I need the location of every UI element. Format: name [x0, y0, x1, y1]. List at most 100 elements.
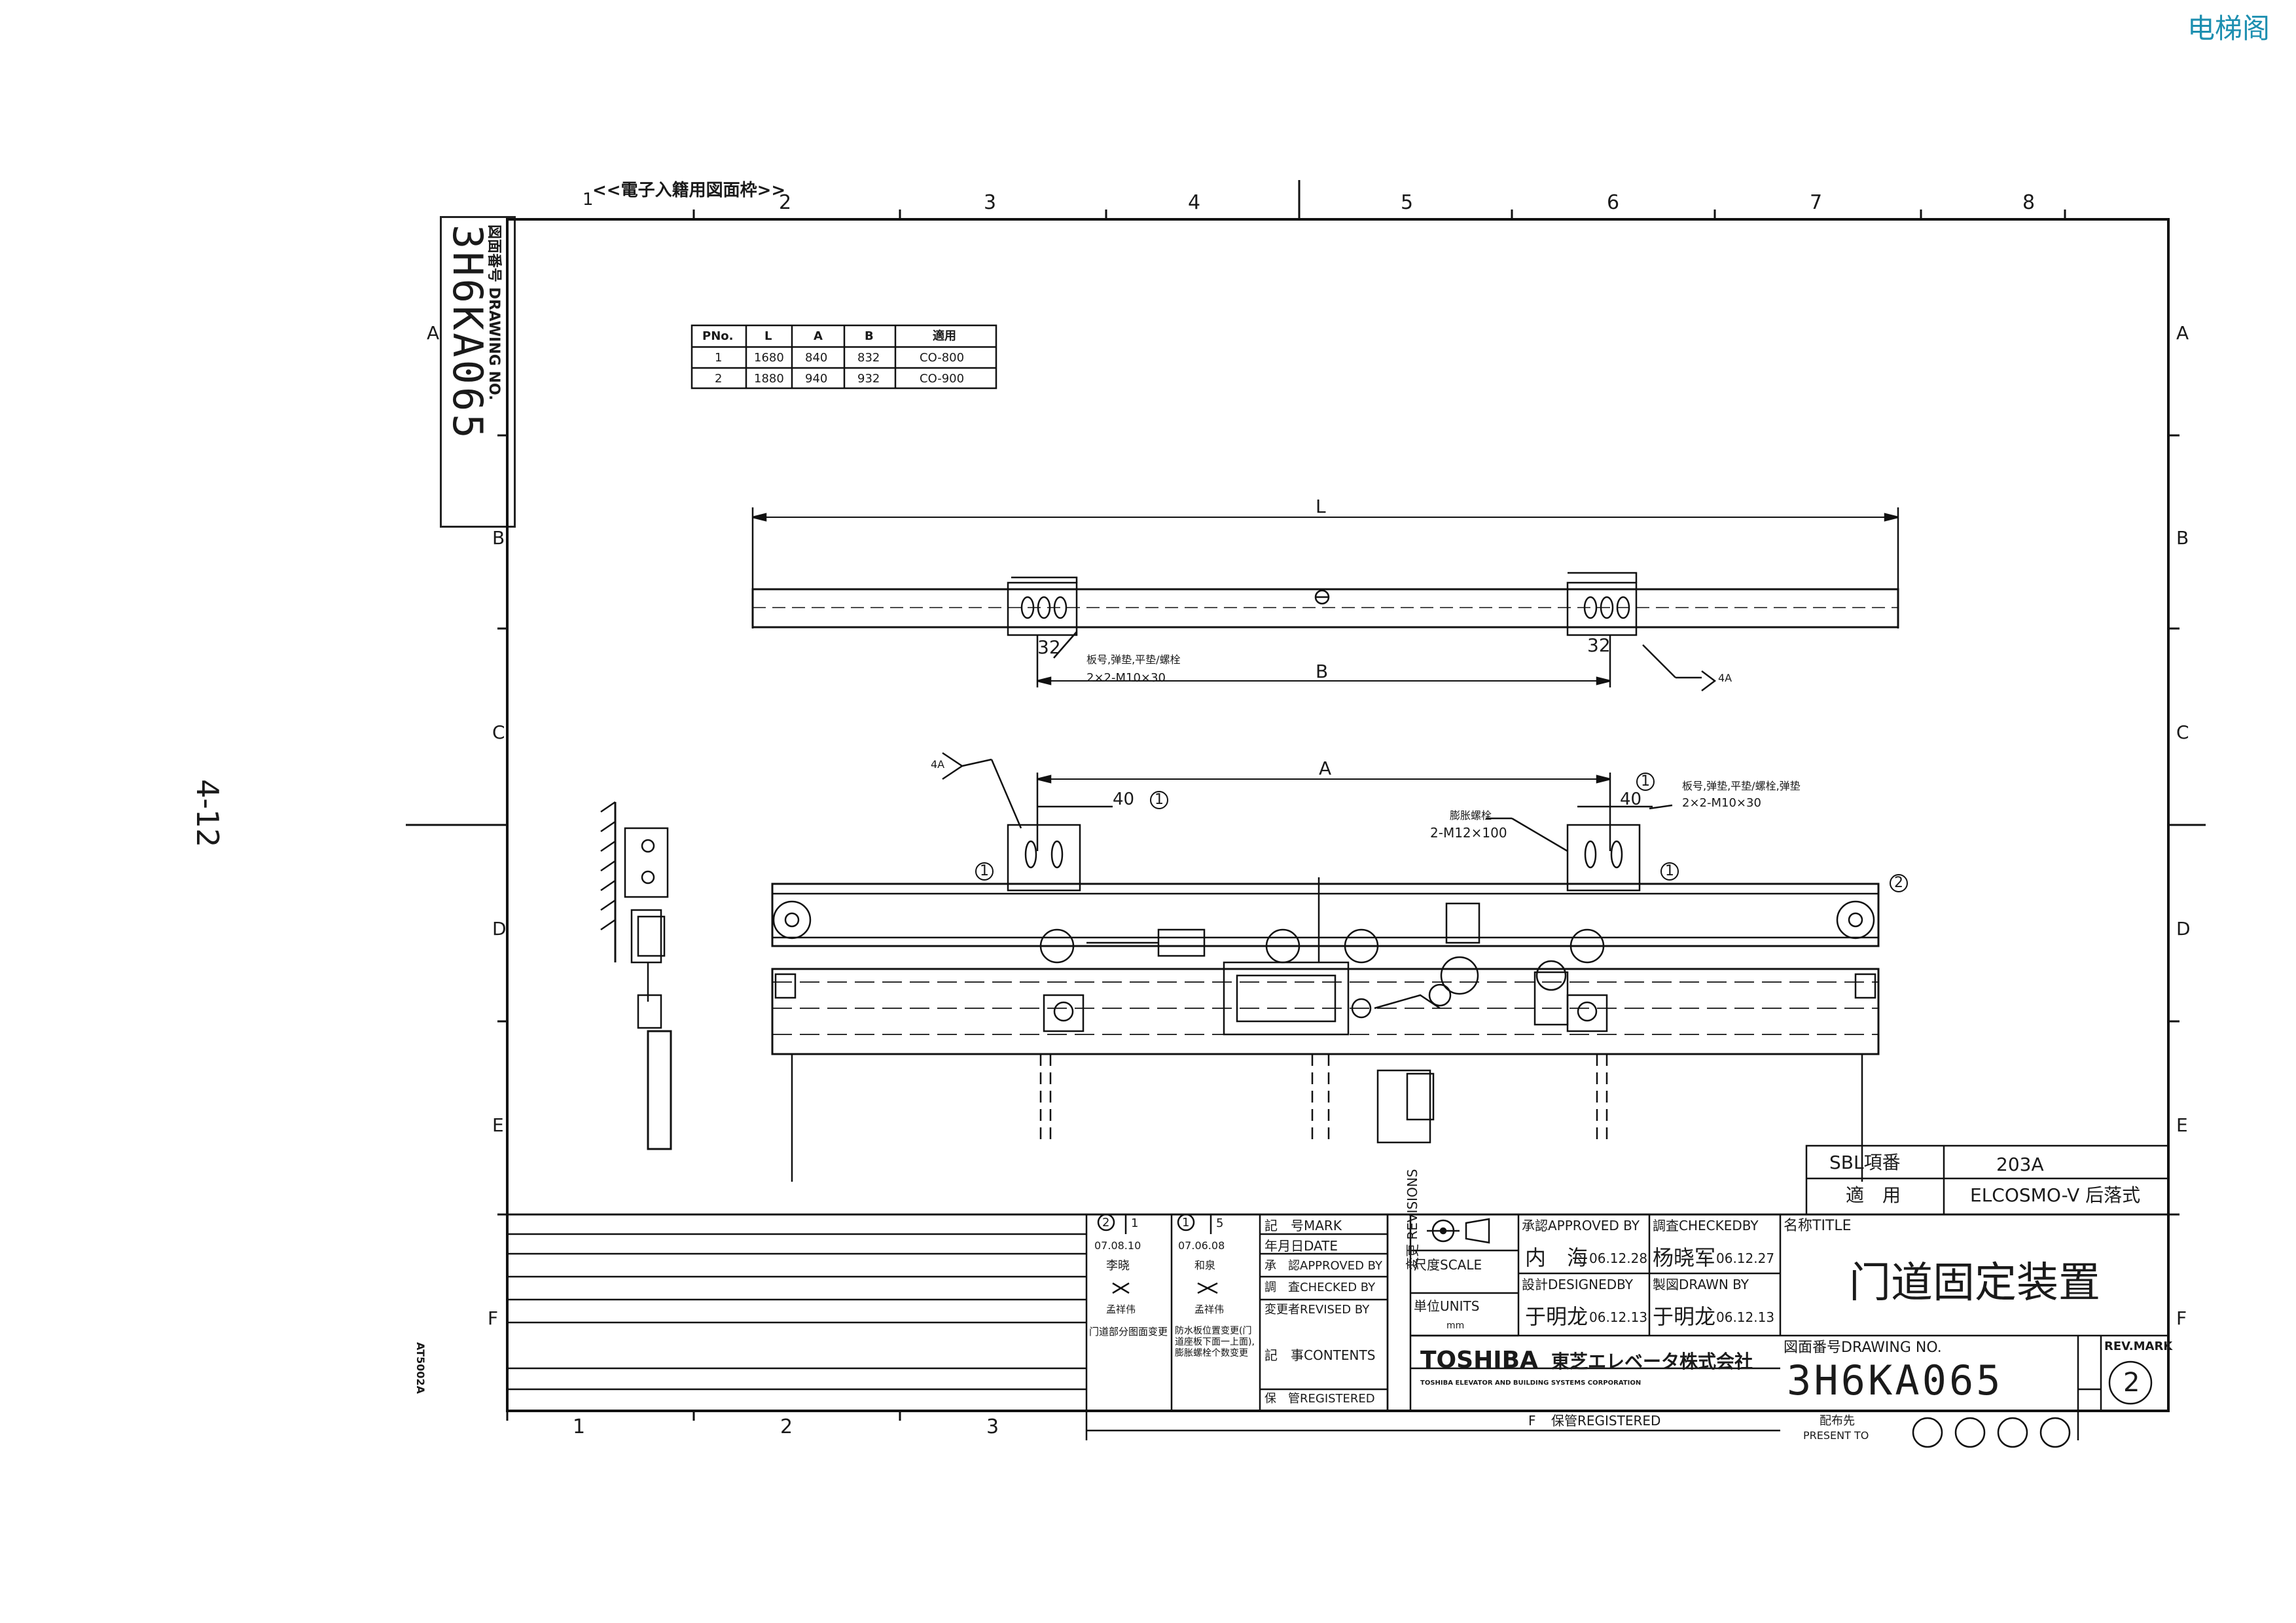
table-cell: 940 — [805, 372, 828, 386]
table-cell: 1680 — [754, 351, 784, 365]
circle-callout-1a: 1 — [1150, 791, 1168, 809]
grid-row-left-a: A — [427, 322, 440, 344]
rev-label-checked: 調 査CHECKED BY — [1265, 1281, 1376, 1294]
table-cell: CO-800 — [920, 351, 965, 365]
circle-callout-1d: 1 — [1660, 862, 1679, 881]
designed-name: 于明龙 — [1525, 1304, 1588, 1329]
company-en: TOSHIBA ELEVATOR AND BUILDING SYSTEMS CO… — [1420, 1379, 1641, 1387]
grid-row-left-d: D — [492, 918, 507, 939]
grid-col-bottom-3: 3 — [986, 1415, 999, 1438]
grid-row-left-e: E — [492, 1114, 504, 1136]
checked-name: 杨晓军 — [1653, 1245, 1716, 1270]
grid-row-right-e: E — [2176, 1114, 2188, 1136]
table-cell: CO-900 — [920, 372, 965, 386]
grid-col-top-1: 1 — [583, 190, 594, 210]
bolt-spec-top: 2×2-M10×30 — [1086, 671, 1166, 685]
drawing-no-label: 図面番号DRAWING NO. — [1784, 1340, 1942, 1356]
bolt-note-mid: 板号,弹垫,平垫/螺栓,弹垫 — [1682, 780, 1801, 792]
dim-l-label: L — [1316, 496, 1326, 517]
company-brand: TOSHIBA — [1420, 1347, 1538, 1374]
table-header-a: A — [814, 329, 823, 343]
rev2-date: 07.08.10 — [1094, 1239, 1141, 1252]
drawn-name: 于明龙 — [1653, 1304, 1716, 1329]
rev1-mark: 1 — [1182, 1216, 1190, 1230]
designed-date: 06.12.13 — [1589, 1309, 1648, 1325]
scale-label: 尺度SCALE — [1414, 1257, 1482, 1273]
sbl-value: 203A — [1996, 1154, 2044, 1175]
rev1-date: 07.06.08 — [1178, 1239, 1225, 1252]
grid-col-bottom-2: 2 — [780, 1415, 793, 1438]
table-cell: 932 — [857, 372, 880, 386]
drawing-title: 门道固定装置 — [1849, 1259, 2100, 1307]
registered-label: 保管REGISTERED — [1551, 1413, 1661, 1429]
table-cell: 840 — [805, 351, 828, 365]
rev-label-contents: 記 事CONTENTS — [1265, 1347, 1376, 1363]
rev1-num: 5 — [1216, 1216, 1224, 1230]
present-label-en: PRESENT TO — [1803, 1429, 1869, 1442]
rev-label-mark: 記 号MARK — [1265, 1218, 1342, 1233]
rev2-approver: 李晓 — [1106, 1259, 1130, 1273]
rev-label-registered: 保 管REGISTERED — [1265, 1392, 1375, 1406]
rev1-approver: 和泉 — [1194, 1259, 1216, 1271]
drawn-date: 06.12.13 — [1716, 1309, 1775, 1325]
table-header-pno: PNo. — [702, 329, 734, 343]
table-header-apply: 適用 — [933, 329, 956, 343]
grid-row-right-d: D — [2176, 918, 2191, 939]
grid-row-right-f: F — [2176, 1307, 2187, 1329]
present-label: 配布先 — [1820, 1414, 1855, 1428]
grid-col-top-6: 6 — [1607, 191, 1620, 214]
frame-label: <<電子入籍用図面枠>> — [592, 181, 786, 200]
dim-32-right: 32 — [1587, 634, 1611, 656]
table-header-l: L — [764, 329, 772, 343]
apply-value: ELCOSMO-V 后落式 — [1970, 1184, 2141, 1206]
grid-row-left-f: F — [488, 1307, 499, 1329]
drawing-no: 3H6KA065 — [1787, 1357, 2003, 1404]
rev-label-approved: 承 認APPROVED BY — [1265, 1259, 1383, 1273]
bolt-note-top: 板号,弹垫,平垫/螺栓 — [1086, 653, 1181, 666]
rev-label-revised: 変更者REVISED BY — [1265, 1303, 1370, 1317]
rev-label-date: 年月日DATE — [1265, 1238, 1338, 1254]
table-header-b: B — [865, 329, 874, 343]
weld-note-mid: 4A — [931, 758, 945, 771]
table-cell: 1 — [715, 351, 723, 365]
grid-col-top-4: 4 — [1188, 191, 1201, 214]
weld-note-top: 4A — [1718, 672, 1732, 684]
grid-col-top-5: 5 — [1401, 191, 1414, 214]
grid-col-top-3: 3 — [984, 191, 997, 214]
rev1-content: 防水板位置变更(门道座板下面一上面),膨胀螺栓个数变更 — [1175, 1326, 1255, 1359]
table-cell: 2 — [715, 372, 723, 386]
apply-label: 適 用 — [1846, 1184, 1901, 1206]
f-label: F — [1528, 1413, 1536, 1429]
company-jp: 東芝エレベータ株式会社 — [1551, 1351, 1753, 1372]
side-drawing-no-box: 図面番号 DRAWING NO. 3H6KA065 — [440, 216, 516, 528]
grid-col-top-2: 2 — [779, 191, 792, 214]
rev2-num: 1 — [1131, 1216, 1139, 1230]
circle-callout-2: 2 — [1890, 874, 1908, 892]
grid-row-right-c: C — [2176, 721, 2189, 743]
dim-b-label: B — [1316, 661, 1329, 682]
table-cell: 832 — [857, 351, 880, 365]
rev1-checker: 孟祥伟 — [1194, 1304, 1225, 1315]
watermark-text: 电梯阁 — [2187, 12, 2270, 45]
rev2-mark: 2 — [1102, 1216, 1110, 1230]
circle-callout-1c: 1 — [975, 862, 994, 881]
circle-callout-1b: 1 — [1636, 773, 1655, 791]
drawn-label: 製図DRAWN BY — [1653, 1277, 1749, 1292]
dim-a-label: A — [1319, 757, 1332, 779]
anchor-note: 膨胀螺栓 — [1450, 809, 1492, 822]
grid-row-left-b: B — [492, 527, 505, 549]
checked-date: 06.12.27 — [1716, 1250, 1775, 1266]
rev-mark: 2 — [2123, 1368, 2140, 1398]
approved-date: 06.12.28 — [1589, 1250, 1648, 1266]
sbl-label: SBL項番 — [1829, 1152, 1901, 1173]
units-label: 単位UNITS — [1414, 1298, 1480, 1314]
grid-row-right-b: B — [2176, 527, 2189, 549]
approved-name: 内 海 — [1525, 1245, 1588, 1270]
checked-label: 調査CHECKEDBY — [1653, 1218, 1759, 1233]
title-label: 名称TITLE — [1784, 1218, 1852, 1234]
grid-row-left-c: C — [492, 721, 505, 743]
grid-row-right-a: A — [2176, 322, 2189, 344]
anchor-spec: 2-M12×100 — [1430, 825, 1507, 841]
units-value: mm — [1446, 1321, 1465, 1331]
